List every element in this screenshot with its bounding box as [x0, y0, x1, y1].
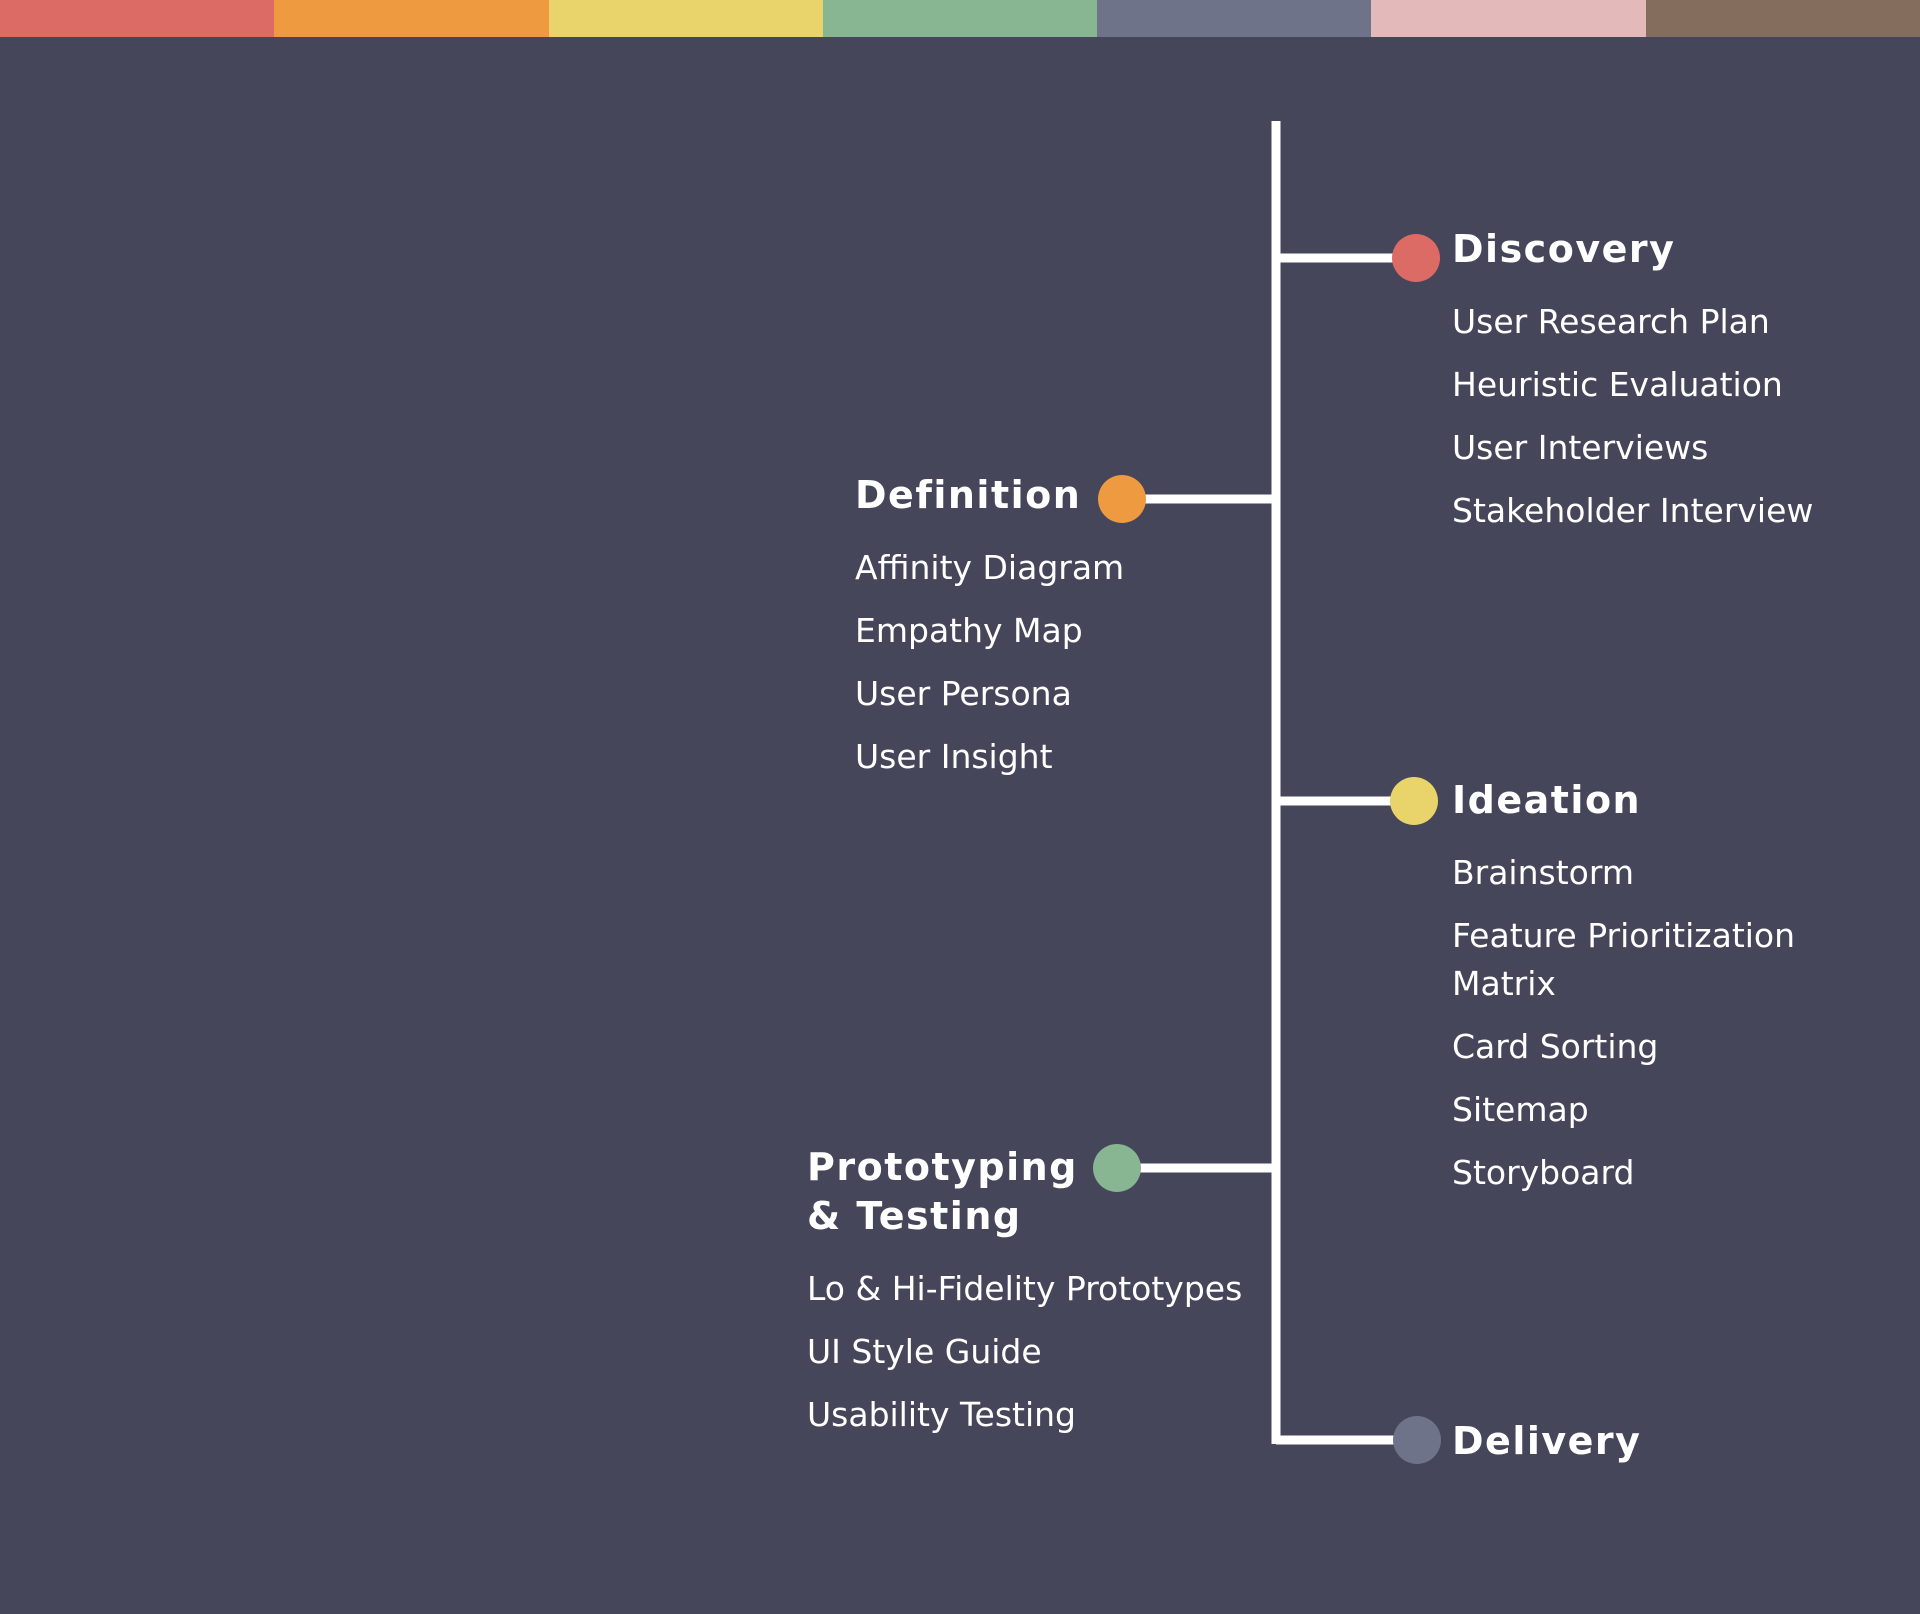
- ideation-title: Ideation: [1452, 778, 1642, 822]
- list-item: Brainstorm: [1452, 853, 1634, 892]
- color-swatch-4: [822, 0, 1098, 37]
- list-item: User Interviews: [1452, 428, 1709, 467]
- phase-delivery: Delivery: [1452, 1417, 1641, 1466]
- list-item: Usability Testing: [807, 1395, 1076, 1434]
- list-item: Feature Prioritization Matrix: [1452, 916, 1796, 1003]
- color-swatch-6: [1371, 0, 1646, 37]
- color-swatch-3: [548, 0, 823, 37]
- list-item: User Persona: [855, 674, 1072, 713]
- list-item: Lo & Hi-Fidelity Prototypes: [807, 1269, 1243, 1308]
- color-swatch-1: [0, 0, 275, 37]
- definition-title: Definition: [855, 473, 1082, 517]
- list-item: User Insight: [855, 737, 1053, 776]
- list-item: Affinity Diagram: [855, 548, 1125, 587]
- color-strip: [0, 0, 1920, 37]
- prototyping-node-icon: [1093, 1144, 1141, 1192]
- list-item: UI Style Guide: [807, 1332, 1042, 1371]
- prototyping-title: Prototyping & Testing: [807, 1145, 1078, 1238]
- list-item: Card Sorting: [1452, 1027, 1659, 1066]
- list-item: Sitemap: [1452, 1090, 1589, 1129]
- ideation-node-icon: [1390, 777, 1438, 825]
- timeline-branches: [1093, 234, 1441, 1464]
- list-item: Empathy Map: [855, 611, 1083, 650]
- list-item: Storyboard: [1452, 1153, 1635, 1192]
- phase-prototyping: Prototyping & Testing Lo & Hi-Fidelity Pr…: [807, 1143, 1242, 1454]
- color-swatch-7: [1645, 0, 1920, 37]
- delivery-node-icon: [1393, 1416, 1441, 1464]
- discovery-node-icon: [1392, 234, 1440, 282]
- color-swatch-5: [1097, 0, 1372, 37]
- delivery-title: Delivery: [1452, 1419, 1642, 1463]
- list-item: User Research Plan: [1452, 302, 1770, 341]
- prototyping-item-list: Lo & Hi-Fidelity Prototypes UI Style Guid…: [807, 1265, 1242, 1439]
- discovery-title: Discovery: [1452, 227, 1676, 271]
- list-item: Stakeholder Interview: [1452, 491, 1814, 530]
- definition-node-icon: [1098, 475, 1146, 523]
- list-item: Heuristic Evaluation: [1452, 365, 1783, 404]
- color-swatch-2: [274, 0, 549, 37]
